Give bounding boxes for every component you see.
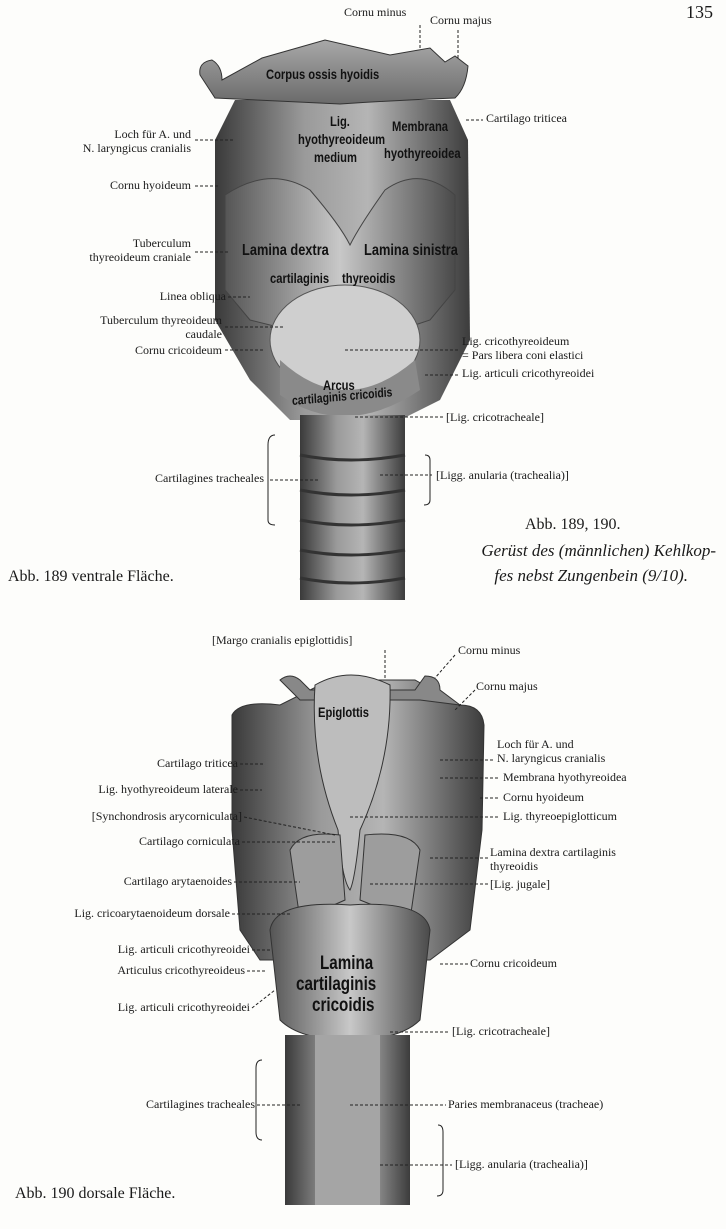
label-tuberculum-caudale-2: caudale [185, 327, 222, 341]
figure-title-2: fes nebst Zungenbein (9/10). [494, 566, 688, 585]
label-lig-cricotracheale-2: [Lig. cricotracheale] [452, 1024, 550, 1038]
label-tuberculum-craniale-1: Tuberculum [132, 236, 191, 250]
trachea-shape [300, 415, 405, 600]
epiglottis-shape [313, 674, 391, 891]
inner-membrana: Membrana [392, 118, 449, 134]
label-linea-obliqua: Linea obliqua [159, 289, 226, 303]
fig189-caption: Abb. 189 ventrale Fläche. [8, 568, 174, 585]
inner-hyothyreoidea: hyothyreoidea [384, 145, 461, 161]
label-membrana-hyothyreoidea: Membrana hyothyreoidea [503, 770, 627, 784]
inner-cricoidis: cricoidis [312, 995, 375, 1016]
inner-lamina-dextra: Lamina dextra [242, 242, 329, 259]
label-articulus: Articulus cricothyreoideus [117, 963, 245, 977]
label-cornu-hyoideum: Cornu hyoideum [110, 178, 191, 192]
inner-hyothyreoideum: hyothyreoideum [298, 131, 386, 147]
label-cartilago-arytaenoides: Cartilago arytaenoides [123, 874, 232, 888]
label-lamina-dextra-2: thyreoidis [490, 859, 538, 873]
label-tuberculum-craniale-2: thyreoideum craniale [89, 250, 191, 264]
label-margo: [Margo cranialis epiglottidis] [212, 633, 353, 647]
inner-medium: medium [314, 149, 357, 165]
inner-thyreoidis: thyreoidis [342, 270, 396, 286]
label-loch-2b: N. laryngicus cranialis [497, 751, 606, 765]
membranous-wall-shape [315, 1035, 380, 1205]
inner-lig: Lig. [330, 113, 350, 129]
inner-lamina-sinistra: Lamina sinistra [364, 242, 458, 259]
label-lig-cricothyreoideum: Lig. cricothyreoideum [462, 334, 570, 348]
fig190-caption: Abb. 190 dorsale Fläche. [15, 1185, 176, 1202]
label-cartilago-triticea: Cartilago triticea [486, 111, 567, 125]
arytenoid-right [359, 833, 421, 921]
label-ligg-anularia: [Ligg. anularia (trachealia)] [436, 468, 569, 482]
figure-title-1: Gerüst des (männlichen) Kehlkop- [481, 541, 716, 560]
label-cartilagines-tracheales-2: Cartilagines tracheales [146, 1097, 255, 1111]
label-loch-2: N. laryngicus cranialis [82, 141, 191, 155]
inner-lamina: Lamina [320, 953, 374, 974]
inner-epiglottis: Epiglottis [318, 704, 370, 720]
label-cornu-majus-2: Cornu majus [476, 679, 538, 693]
figure-number: Abb. 189, 190. [525, 516, 621, 533]
label-cornu-cricoideum-2: Cornu cricoideum [470, 956, 557, 970]
label-pars-libera: = Pars libera coni elastici [462, 348, 584, 362]
label-lamina-dextra-1: Lamina dextra cartilaginis [490, 845, 616, 859]
label-tuberculum-caudale-1: Tuberculum thyreoideum [100, 313, 222, 327]
label-cartilagines-tracheales: Cartilagines tracheales [155, 471, 264, 485]
label-lig-cricotracheale: [Lig. cricotracheale] [446, 410, 544, 424]
label-lig-articuli: Lig. articuli cricothyreoidei [462, 366, 595, 380]
label-loch-1: Loch für A. und [114, 127, 191, 141]
inner-corpus: Corpus ossis hyoidis [266, 66, 380, 82]
inner-arcus: Arcus [323, 377, 355, 393]
label-cornu-cricoideum: Cornu cricoideum [135, 343, 222, 357]
label-lig-cricoarytaenoideum: Lig. cricoarytaenoideum dorsale [74, 906, 230, 920]
label-synchondrosis: [Synchondrosis arycorniculata] [91, 809, 242, 823]
label-cornu-hyoideum-2: Cornu hyoideum [503, 790, 584, 804]
label-cartilago-triticea-2: Cartilago triticea [157, 756, 238, 770]
tracheal-rings [299, 453, 406, 585]
braces [255, 434, 444, 1197]
hyoid-bone-shape [199, 39, 469, 105]
thyroid-cartilage-shape [224, 178, 456, 331]
label-lig-thyreoepiglotticum: Lig. thyreoepiglotticum [503, 809, 617, 823]
label-ligg-anularia-2: [Ligg. anularia (trachealia)] [455, 1157, 588, 1171]
label-cornu-minus-2: Cornu minus [458, 643, 521, 657]
label-cornu-majus: Cornu majus [430, 13, 492, 27]
fig190-drawing [231, 674, 485, 1205]
label-paries: Paries membranaceus (tracheae) [448, 1097, 604, 1111]
label-lig-articuli-2: Lig. articuli cricothyreoidei [117, 1000, 250, 1014]
label-lig-jugale: [Lig. jugale] [490, 877, 550, 891]
leader-lines [195, 25, 500, 1166]
fig189-drawing [199, 39, 470, 600]
cricoid-arch-shape [280, 360, 420, 417]
label-cornu-minus: Cornu minus [344, 5, 407, 19]
label-loch-1b: Loch für A. und [497, 737, 574, 751]
label-lig-hyothyreoideum-laterale: Lig. hyothyreoideum laterale [98, 782, 238, 796]
label-cartilago-corniculata: Cartilago corniculata [139, 834, 240, 848]
inner-cartilaginis-2: cartilaginis [296, 974, 377, 995]
page-number: 135 [686, 2, 713, 22]
inner-cartilaginis: cartilaginis [270, 270, 330, 286]
arytenoid-left [289, 833, 346, 921]
label-lig-articuli-1: Lig. articuli cricothyreoidei [117, 942, 250, 956]
